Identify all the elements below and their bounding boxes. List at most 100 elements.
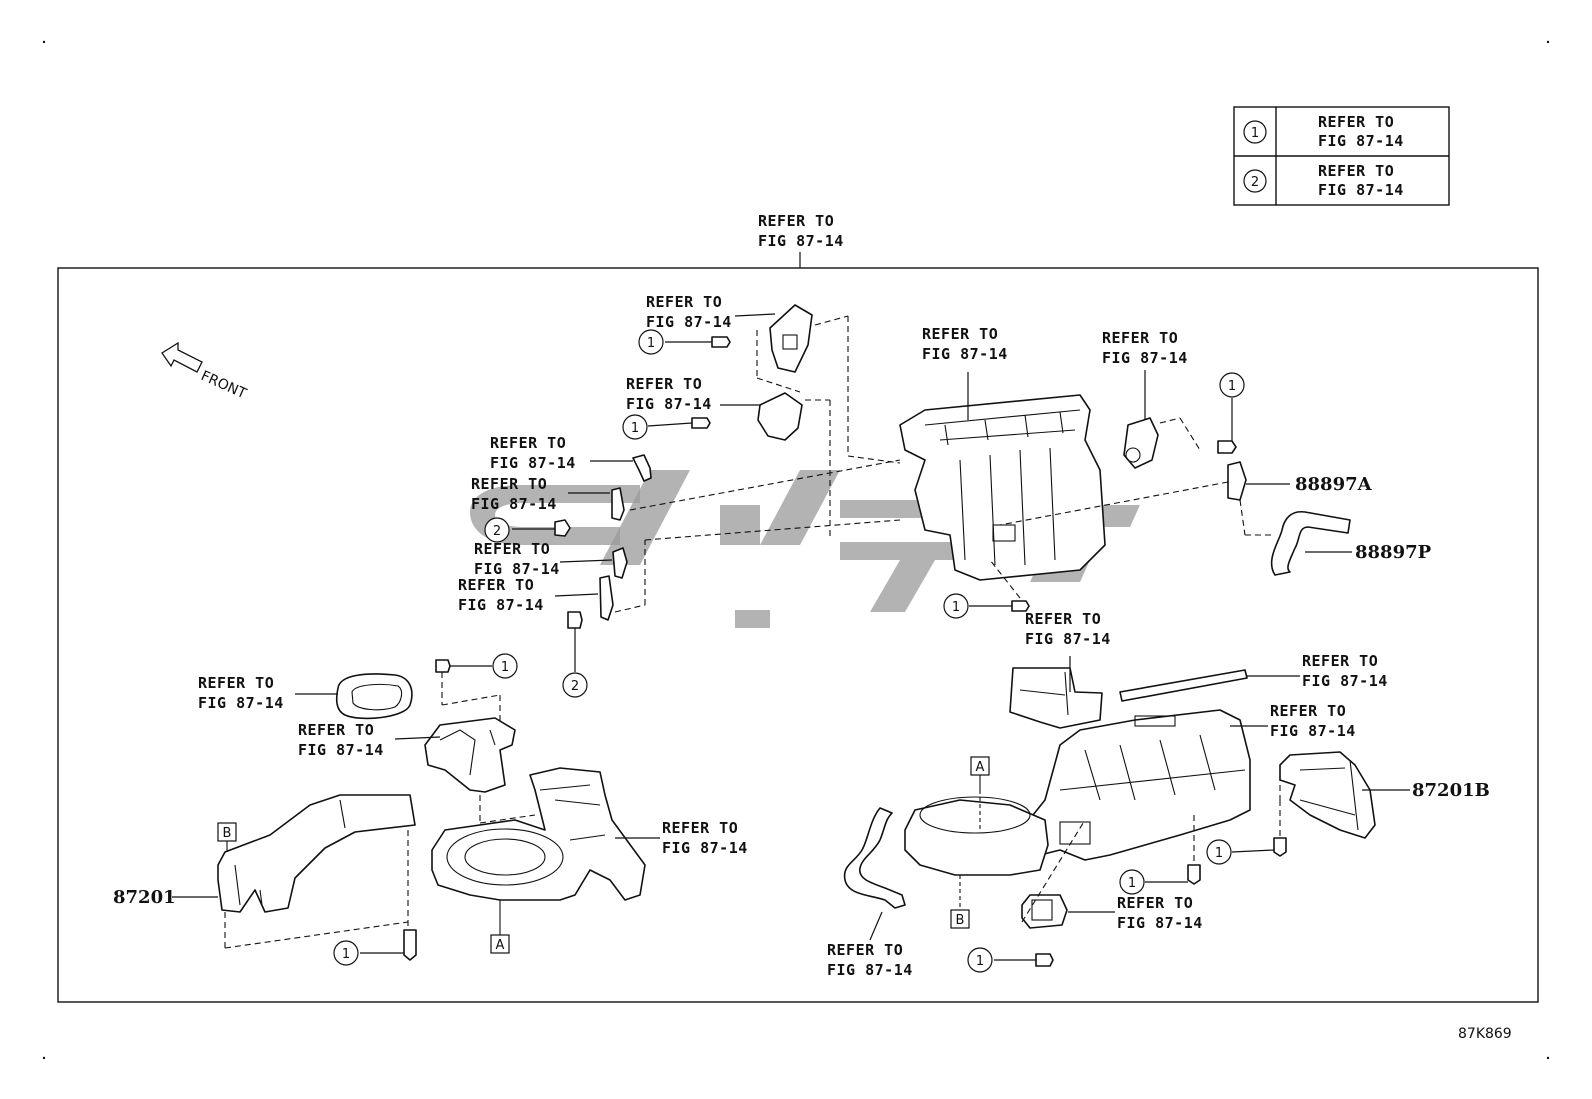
svg-text:FIG 87-14: FIG 87-14	[662, 839, 748, 857]
legend-text-line2: FIG 87-14	[1318, 132, 1404, 150]
svg-text:REFER TO: REFER TO	[490, 434, 566, 452]
mode-actuator: REFER TO FIG 87-14 1	[1102, 329, 1245, 469]
blower-top-screw: 1	[435, 653, 518, 725]
svg-text:REFER TO: REFER TO	[827, 941, 903, 959]
callout-1: 1	[1215, 846, 1223, 861]
part-number-87201: 87201	[113, 887, 176, 908]
svg-text:REFER TO: REFER TO	[758, 212, 834, 230]
damper-link-2: REFER TO FIG 87-14	[471, 459, 901, 521]
svg-text:REFER TO: REFER TO	[1025, 610, 1101, 628]
callout-1: 1	[631, 421, 639, 436]
svg-text:FIG 87-14: FIG 87-14	[1302, 672, 1388, 690]
marker-B	[217, 822, 237, 842]
svg-text:FIG 87-14: FIG 87-14	[471, 495, 557, 513]
damper-link-3: REFER TO FIG 87-14	[474, 540, 628, 579]
svg-text:REFER TO: REFER TO	[1302, 652, 1378, 670]
damper-link-4: REFER TO FIG 87-14 2	[458, 519, 901, 698]
svg-text:B: B	[223, 826, 232, 841]
callout-1: 1	[342, 947, 350, 962]
callout-1: 1	[647, 336, 655, 351]
foot-duct-87201: B 87201	[113, 794, 416, 949]
legend-text-line1: REFER TO	[1318, 162, 1394, 180]
duct-screw: 1	[333, 929, 417, 966]
legend-text-line1: REFER TO	[1318, 113, 1394, 131]
callout-1: 1	[1228, 379, 1236, 394]
damper-link-1: REFER TO FIG 87-14	[490, 434, 652, 482]
svg-text:REFER TO: REFER TO	[198, 674, 274, 692]
clip-2: 2	[484, 517, 571, 543]
svg-text:FIG 87-14: FIG 87-14	[827, 961, 913, 979]
svg-text:FIG 87-14: FIG 87-14	[490, 454, 576, 472]
legend-text-line2: FIG 87-14	[1318, 181, 1404, 199]
figure-code: 87K869	[1458, 1026, 1512, 1042]
case-screw-right: 1	[1206, 800, 1287, 865]
svg-text:REFER TO: REFER TO	[626, 375, 702, 393]
sensor-88897A: 88897A	[999, 461, 1373, 526]
svg-text:FIG 87-14: FIG 87-14	[458, 596, 544, 614]
legend-row-1: 1 REFER TO FIG 87-14	[1243, 113, 1404, 150]
marker-B	[950, 909, 970, 929]
svg-text:FIG 87-14: FIG 87-14	[1117, 914, 1203, 932]
legend-row-2: 2 REFER TO FIG 87-14	[1243, 162, 1404, 199]
svg-text:FIG 87-14: FIG 87-14	[474, 560, 560, 578]
air-duct-case: REFER TO FIG 87-14	[1004, 702, 1356, 866]
case-screw-middle: 1	[1119, 815, 1201, 895]
svg-text:REFER TO: REFER TO	[474, 540, 550, 558]
svg-text:FIG 87-14: FIG 87-14	[626, 395, 712, 413]
part-number-88897A: 88897A	[1295, 474, 1373, 495]
blower-case: REFER TO FIG 87-14 A	[431, 767, 748, 954]
callout-1: 1	[952, 600, 960, 615]
svg-text:REFER TO: REFER TO	[662, 819, 738, 837]
svg-text:REFER TO: REFER TO	[458, 576, 534, 594]
svg-text:FIG 87-14: FIG 87-14	[646, 313, 732, 331]
marker-A	[490, 934, 510, 954]
top-refer-label: REFER TO FIG 87-14	[758, 212, 844, 268]
blower-housing-ring: A B	[904, 756, 1091, 929]
upper-actuator-1: REFER TO FIG 87-14 1	[638, 293, 901, 464]
svg-text:FIG 87-14: FIG 87-14	[1270, 722, 1356, 740]
svg-text:A: A	[976, 760, 985, 775]
legend-num: 2	[1251, 175, 1259, 190]
callout-1: 1	[501, 660, 509, 675]
svg-text:REFER TO: REFER TO	[1270, 702, 1346, 720]
svg-text:REFER TO: REFER TO	[646, 293, 722, 311]
legend-num: 1	[1251, 126, 1259, 141]
callout-1: 1	[976, 954, 984, 969]
svg-text:REFER TO: REFER TO	[298, 721, 374, 739]
air-inlet-duct: REFER TO FIG 87-14	[298, 717, 536, 824]
callout-circle-1	[1243, 120, 1267, 144]
hose-88897P: 88897P	[1239, 499, 1432, 576]
svg-text:REFER TO: REFER TO	[922, 325, 998, 343]
rear-duct-87201B: 87201B	[1279, 751, 1490, 839]
svg-text:REFER TO: REFER TO	[1117, 894, 1193, 912]
front-label: FRONT	[198, 368, 249, 402]
upper-actuator-2: REFER TO FIG 87-14 1	[622, 375, 831, 540]
case-screw: 1	[943, 559, 1030, 619]
drain-hose: REFER TO FIG 87-14	[827, 807, 913, 979]
svg-text:FIG 87-14: FIG 87-14	[1102, 349, 1188, 367]
rear-duct-cover: REFER TO FIG 87-14	[1009, 610, 1111, 729]
marker-A	[970, 756, 990, 776]
svg-text:REFER TO: REFER TO	[1102, 329, 1178, 347]
resistor-block: REFER TO FIG 87-14	[1021, 819, 1203, 932]
air-inlet-seal: REFER TO FIG 87-14	[198, 673, 413, 720]
svg-text:A: A	[496, 938, 505, 953]
svg-text:FIG 87-14: FIG 87-14	[1025, 630, 1111, 648]
part-number-88897P: 88897P	[1355, 542, 1432, 563]
heater-unit-case: REFER TO FIG 87-14	[899, 325, 1106, 581]
part-number-87201B: 87201B	[1412, 780, 1490, 801]
callout-circle-2	[1243, 169, 1267, 193]
svg-text:REFER TO: REFER TO	[471, 475, 547, 493]
front-arrow-icon: FRONT	[161, 341, 249, 402]
svg-text:FIG 87-14: FIG 87-14	[922, 345, 1008, 363]
callout-2: 2	[493, 524, 501, 539]
svg-text:B: B	[956, 913, 965, 928]
svg-text:FIG 87-14: FIG 87-14	[758, 232, 844, 250]
assembly-frame	[57, 267, 1539, 1003]
legend-table: 1 REFER TO FIG 87-14 2 REFER TO FIG 87-1…	[1233, 106, 1450, 206]
callout-2: 2	[571, 679, 579, 694]
callout-1: 1	[1128, 876, 1136, 891]
corner-marks	[42, 40, 1550, 1060]
svg-text:FIG 87-14: FIG 87-14	[198, 694, 284, 712]
